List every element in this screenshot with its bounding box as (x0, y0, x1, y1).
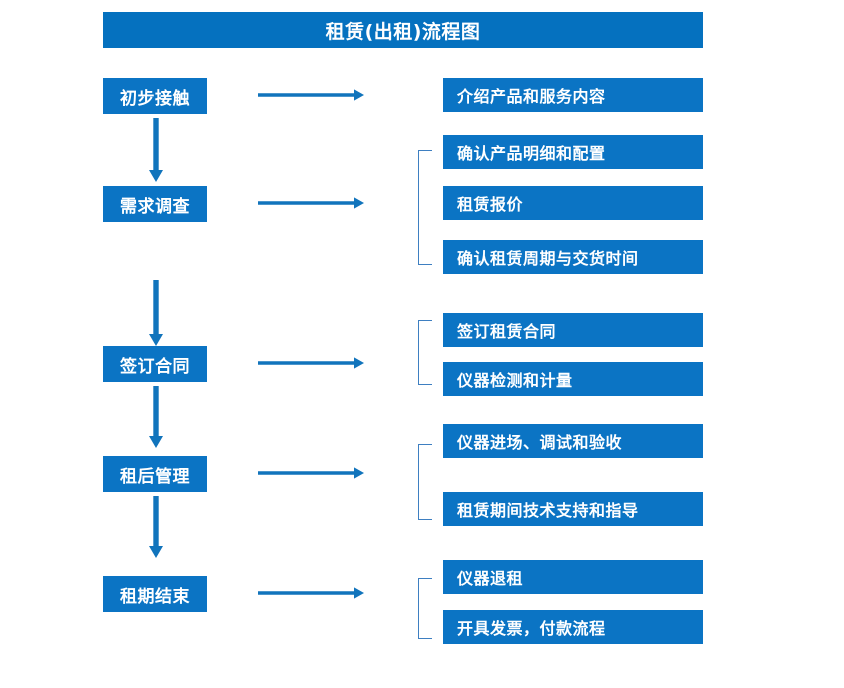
detail-box-3-1[interactable]: 签订租赁合同 (443, 313, 703, 347)
diagram-title: 租赁(出租)流程图 (103, 12, 703, 48)
group-bracket-2 (418, 150, 432, 265)
detail-box-5-2[interactable]: 开具发票，付款流程 (443, 610, 703, 644)
detail-box-2-1[interactable]: 确认产品明细和配置 (443, 135, 703, 169)
stage-box-2[interactable]: 需求调查 (103, 186, 207, 222)
flow-arrow-right-2 (258, 196, 364, 210)
detail-box-1-1[interactable]: 介绍产品和服务内容 (443, 78, 703, 112)
detail-box-2-2[interactable]: 租赁报价 (443, 186, 703, 220)
flow-arrow-right-1 (258, 88, 364, 102)
flow-arrow-right-3 (258, 356, 364, 370)
stage-box-1[interactable]: 初步接触 (103, 78, 207, 114)
detail-box-4-1[interactable]: 仪器进场、调试和验收 (443, 424, 703, 458)
flow-arrow-down-3 (148, 386, 164, 448)
detail-box-2-3[interactable]: 确认租赁周期与交货时间 (443, 240, 703, 274)
group-bracket-4 (418, 444, 432, 520)
stage-box-3[interactable]: 签订合同 (103, 346, 207, 382)
flow-arrow-down-1 (148, 118, 164, 182)
detail-box-3-2[interactable]: 仪器检测和计量 (443, 362, 703, 396)
stage-box-5[interactable]: 租期结束 (103, 576, 207, 612)
flow-arrow-down-4 (148, 496, 164, 558)
group-bracket-5 (418, 578, 432, 639)
detail-box-5-1[interactable]: 仪器退租 (443, 560, 703, 594)
flow-arrow-right-5 (258, 586, 364, 600)
group-bracket-3 (418, 320, 432, 385)
detail-box-4-2[interactable]: 租赁期间技术支持和指导 (443, 492, 703, 526)
stage-box-4[interactable]: 租后管理 (103, 456, 207, 492)
flow-arrow-down-2 (148, 280, 164, 346)
flow-arrow-right-4 (258, 466, 364, 480)
